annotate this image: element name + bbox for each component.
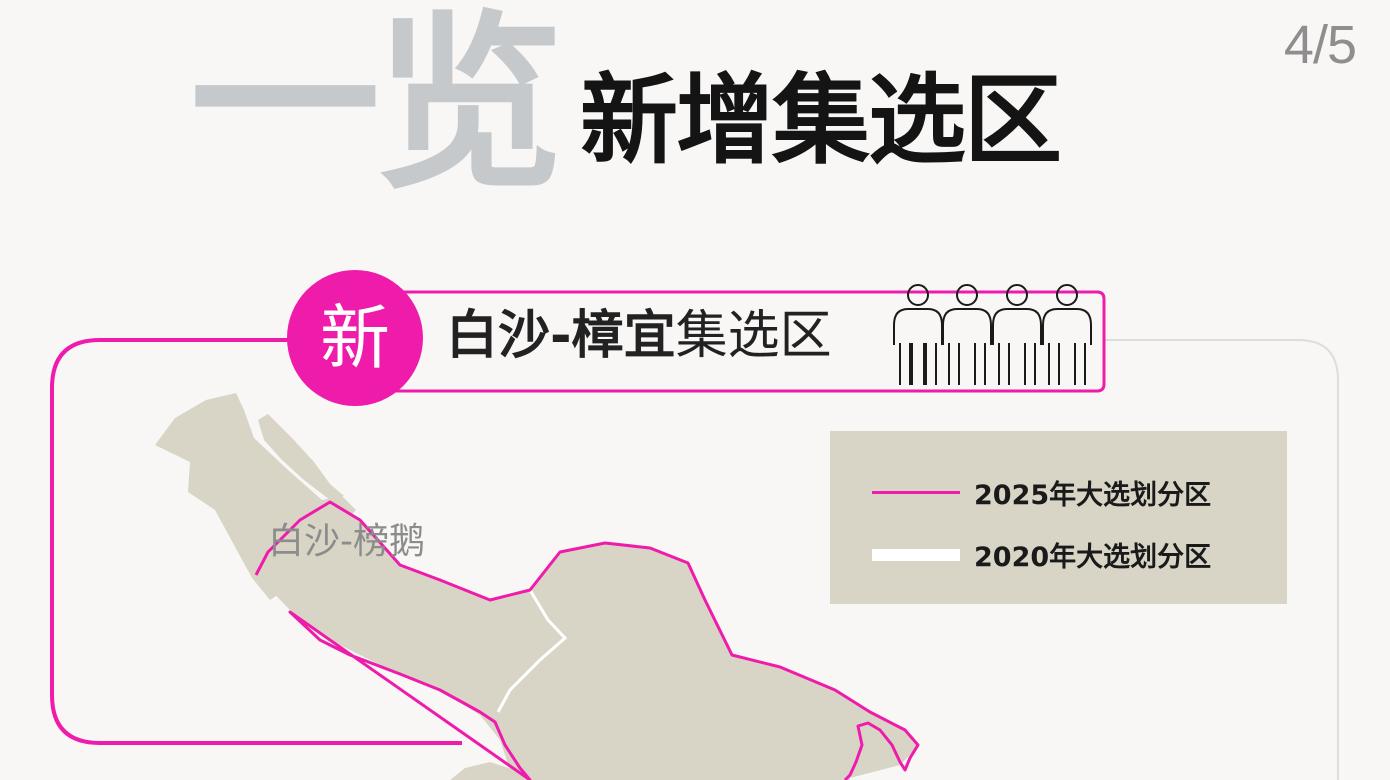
constituency-type: 集选区 — [675, 306, 832, 366]
constituency-title: 白沙-樟宜集选区 — [446, 310, 832, 362]
constituency-name: 白沙-樟宜 — [446, 306, 676, 366]
four-people-icon — [893, 284, 1092, 385]
card-frame — [1103, 339, 1339, 780]
page-title: 新增集选区 — [580, 64, 1062, 178]
new-badge: 新 — [287, 270, 423, 406]
card-pink-outline — [50, 338, 462, 745]
legend-line-2025 — [872, 491, 960, 494]
land-island — [258, 414, 344, 500]
legend-line-2020 — [872, 548, 960, 561]
land-main-district — [256, 502, 918, 780]
boundary-2025-line — [254, 500, 920, 780]
legend-item-2020: 2020年大选划分区 — [872, 535, 1211, 574]
legend-label-2025: 2025年大选划分区 — [974, 480, 1212, 511]
page-indicator: 4/5 — [1283, 15, 1357, 75]
header-tab-outline — [395, 290, 1106, 393]
land-south-edge — [450, 762, 530, 780]
legend-item-2025: 2025年大选划分区 — [872, 473, 1211, 512]
title-overview: 一览 — [190, 0, 564, 215]
legend-label-2020: 2020年大选划分区 — [974, 542, 1212, 573]
boundary-2020-line — [496, 589, 568, 713]
map-legend: 2025年大选划分区 2020年大选划分区 — [830, 431, 1287, 604]
area-label-neighbor: 白沙-榜鹅 — [268, 521, 425, 562]
